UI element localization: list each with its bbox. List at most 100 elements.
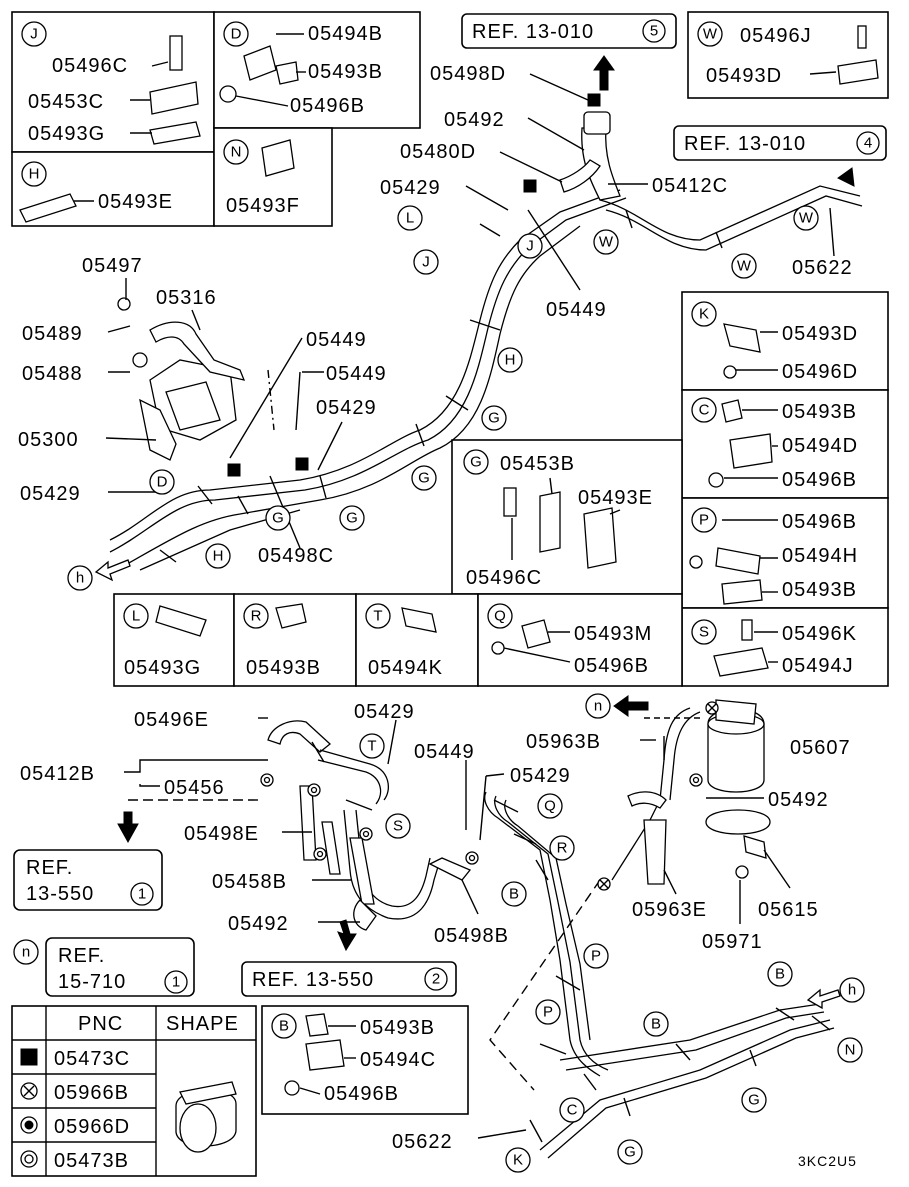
svg-text:05498C: 05498C <box>258 545 334 567</box>
filled-square-icon <box>295 457 309 471</box>
svg-text:05494B: 05494B <box>308 23 383 45</box>
svg-text:T: T <box>367 738 376 755</box>
svg-text:05966B: 05966B <box>54 1082 129 1104</box>
svg-text:05493M: 05493M <box>574 623 652 645</box>
svg-text:K: K <box>699 306 709 323</box>
inset-box-B: B 05493B 05494C 05496B <box>261 1005 469 1115</box>
svg-text:REF. 13-550: REF. 13-550 <box>252 969 374 991</box>
svg-text:G: G <box>748 1092 760 1109</box>
svg-text:G: G <box>346 510 358 527</box>
ref-13-550-1[interactable]: REF. 13-550 1 <box>13 849 163 911</box>
svg-text:05429: 05429 <box>354 701 415 723</box>
svg-text:05494C: 05494C <box>360 1049 436 1071</box>
clamp-shape-icon <box>175 1081 237 1153</box>
arrow-up-icon <box>593 55 615 91</box>
ref-13-010-5[interactable]: REF. 13-010 5 <box>461 13 677 49</box>
svg-text:05494H: 05494H <box>782 545 858 567</box>
svg-text:05497: 05497 <box>82 255 143 277</box>
svg-text:K: K <box>513 1152 523 1169</box>
svg-text:L: L <box>406 210 414 227</box>
arrow-icon <box>837 167 855 187</box>
svg-text:P: P <box>591 948 601 965</box>
ref-13-010-4[interactable]: REF. 13-010 4 <box>673 125 887 161</box>
inset-box-J: J 05496C 05453C 05493G <box>11 11 215 153</box>
svg-text:05615: 05615 <box>758 899 819 921</box>
inset-box-C: C 05493B 05494D 05496B <box>681 389 889 499</box>
svg-text:B: B <box>651 1016 661 1033</box>
svg-text:05496B: 05496B <box>290 95 365 117</box>
legend-table: PNC SHAPE 05473C 05966B 05966D 05473B <box>11 1005 257 1177</box>
svg-text:05449: 05449 <box>306 329 367 351</box>
svg-text:05494J: 05494J <box>782 655 854 677</box>
svg-text:R: R <box>557 840 568 857</box>
svg-text:05429: 05429 <box>316 397 377 419</box>
svg-text:05456: 05456 <box>164 777 225 799</box>
svg-text:G: G <box>624 1144 636 1161</box>
svg-text:05498B: 05498B <box>434 925 509 947</box>
svg-text:W: W <box>703 26 718 43</box>
inset-box-N: N 05493F <box>213 127 333 227</box>
svg-text:05496C: 05496C <box>466 567 542 589</box>
svg-text:05489: 05489 <box>22 323 83 345</box>
inset-box-Q: Q 05493M 05496B <box>477 593 683 687</box>
svg-text:05963B: 05963B <box>526 731 601 753</box>
svg-text:05493D: 05493D <box>782 323 858 345</box>
inset-box-K: K 05493D 05496D <box>681 291 889 391</box>
lower-leaders <box>124 717 791 1139</box>
svg-text:05493E: 05493E <box>98 191 173 213</box>
svg-text:05963E: 05963E <box>632 899 707 921</box>
svg-text:05493B: 05493B <box>782 579 857 601</box>
svg-text:P: P <box>699 512 709 529</box>
inset-box-L: L 05493G <box>113 593 235 687</box>
svg-text:05496B: 05496B <box>782 469 857 491</box>
filled-square-icon <box>227 463 241 477</box>
svg-text:05622: 05622 <box>792 257 853 279</box>
svg-text:05622: 05622 <box>392 1131 453 1153</box>
svg-text:05449: 05449 <box>546 299 607 321</box>
svg-text:D: D <box>231 26 242 43</box>
svg-text:05473C: 05473C <box>54 1048 130 1070</box>
svg-text:P: P <box>543 1004 553 1021</box>
svg-text:05488: 05488 <box>22 363 83 385</box>
arrow-left-icon <box>613 695 649 717</box>
svg-text:h: h <box>76 570 84 587</box>
ref-15-710-1[interactable]: n REF. 15-710 1 <box>13 937 195 997</box>
double-circle-icon <box>20 1150 38 1168</box>
inset-box-D: D 05494B 05493B 05496B <box>213 11 421 129</box>
svg-text:05316: 05316 <box>156 287 217 309</box>
svg-text:05966D: 05966D <box>54 1116 130 1138</box>
svg-text:W: W <box>599 234 614 251</box>
svg-text:05494K: 05494K <box>368 657 443 679</box>
ref-13-550-2[interactable]: REF. 13-550 2 <box>241 961 457 997</box>
svg-text:05493B: 05493B <box>308 61 383 83</box>
svg-text:Q: Q <box>544 798 556 815</box>
svg-text:C: C <box>567 1102 578 1119</box>
arrow-down-icon <box>337 919 357 952</box>
circle-dot-icon <box>20 1116 38 1134</box>
svg-text:05412C: 05412C <box>652 175 728 197</box>
svg-text:05300: 05300 <box>18 429 79 451</box>
svg-text:D: D <box>157 474 168 491</box>
inset-box-H: H 05493E <box>11 151 215 227</box>
svg-text:1: 1 <box>172 974 180 991</box>
svg-text:C: C <box>699 402 710 419</box>
svg-text:05493B: 05493B <box>360 1017 435 1039</box>
svg-text:05480D: 05480D <box>400 141 476 163</box>
svg-text:05496K: 05496K <box>782 623 857 645</box>
svg-text:REF.: REF. <box>58 945 105 967</box>
svg-text:N: N <box>845 1042 856 1059</box>
svg-text:REF. 13-010: REF. 13-010 <box>472 21 594 43</box>
filled-square-icon <box>523 179 537 193</box>
svg-text:G: G <box>470 454 482 471</box>
bracket-icon <box>219 45 299 103</box>
svg-text:05496C: 05496C <box>52 55 128 77</box>
svg-text:05496E: 05496E <box>134 709 209 731</box>
svg-text:n: n <box>22 944 30 961</box>
svg-text:2: 2 <box>432 971 440 988</box>
svg-text:J: J <box>422 254 430 271</box>
svg-text:H: H <box>505 352 516 369</box>
svg-text:05493G: 05493G <box>124 657 201 679</box>
clamp-icon <box>19 193 77 223</box>
svg-text:05493B: 05493B <box>246 657 321 679</box>
